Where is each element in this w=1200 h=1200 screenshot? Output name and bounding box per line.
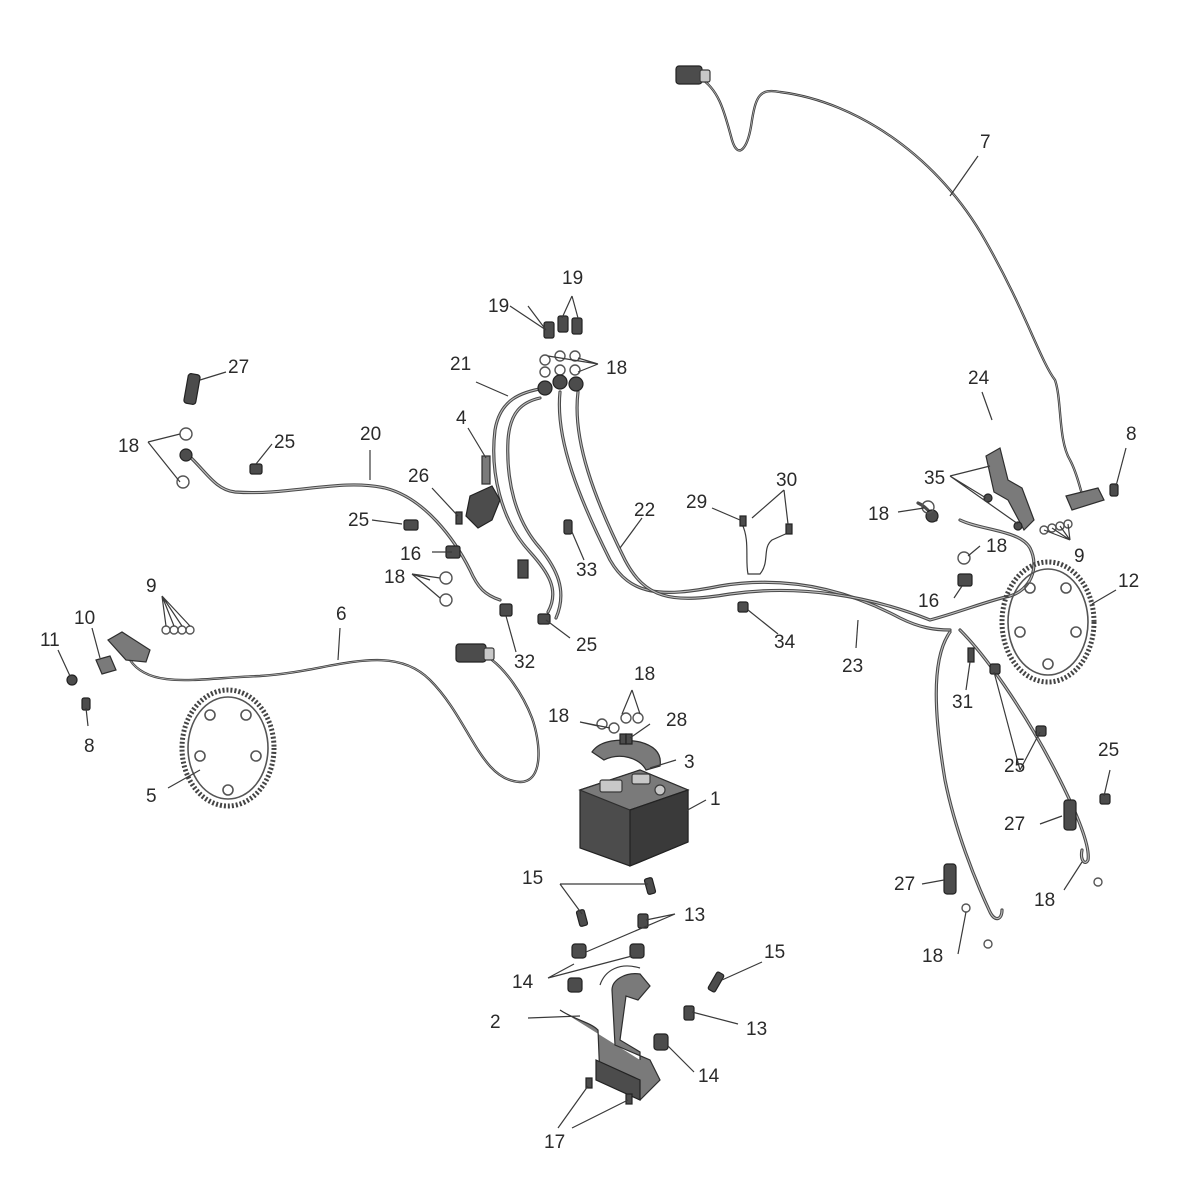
callout-26: 26 (408, 466, 429, 487)
abs-mounting-bracket-2 (559, 965, 661, 1101)
callout-18-lower-right: 18 (1034, 890, 1055, 911)
callout-33: 33 (576, 560, 597, 581)
brake-hose-21 (492, 386, 563, 620)
callout-28: 28 (666, 710, 687, 731)
callout-21: 21 (450, 354, 471, 375)
callout-18-abs-left: 18 (548, 706, 569, 727)
sensor-cable-6 (107, 631, 540, 784)
callout-18-upper-left: 18 (118, 436, 139, 457)
callout-10: 10 (74, 608, 95, 629)
callout-labels: 1 2 3 4 5 6 7 8 8 9 9 10 11 12 13 13 14 … (40, 132, 1139, 1153)
callout-13-lower: 13 (746, 1019, 767, 1040)
callout-9-right: 9 (1074, 546, 1085, 567)
callout-9-left: 9 (146, 576, 157, 597)
callout-18-center-left: 18 (384, 567, 405, 588)
callout-14-lower: 14 (698, 1066, 720, 1087)
callout-11: 11 (40, 630, 60, 651)
callout-29: 29 (686, 492, 707, 513)
callout-19-right: 19 (562, 268, 583, 289)
abs-reluctor-ring-5 (179, 687, 277, 809)
callout-19-left: 19 (488, 296, 509, 317)
brake-hose-20 (179, 448, 502, 602)
callout-25-center: 25 (576, 635, 597, 656)
callout-25-center-left: 25 (348, 510, 369, 531)
callout-20: 20 (360, 424, 381, 445)
callout-31: 31 (952, 692, 973, 713)
callout-23: 23 (842, 656, 863, 677)
abs-modulator (578, 769, 690, 867)
callout-22: 22 (634, 500, 655, 521)
callout-12: 12 (1118, 571, 1139, 592)
callout-17: 17 (544, 1132, 565, 1153)
sensor-cable-7 (675, 65, 1105, 511)
callout-4: 4 (456, 408, 467, 429)
callout-30: 30 (776, 470, 797, 491)
callout-27-right: 27 (1004, 814, 1025, 835)
callout-16-right: 16 (918, 591, 939, 612)
brake-hose-22 (557, 390, 952, 632)
callout-18-lower-mid: 18 (922, 946, 943, 967)
callout-18-center-right: 18 (868, 504, 889, 525)
callout-34: 34 (774, 632, 796, 653)
callout-8-left: 8 (84, 736, 95, 757)
callout-5: 5 (146, 786, 157, 807)
callout-1: 1 (710, 789, 721, 810)
callout-6: 6 (336, 604, 347, 625)
abs-reluctor-ring-12 (999, 559, 1097, 685)
callout-14-upper: 14 (512, 972, 534, 993)
callout-18-top-center: 18 (606, 358, 627, 379)
callout-25-far-right: 25 (1098, 740, 1119, 761)
callout-18-abs-top: 18 (634, 664, 655, 685)
callout-27-lower: 27 (894, 874, 915, 895)
callout-16-left: 16 (400, 544, 421, 565)
callout-3: 3 (684, 752, 695, 773)
callout-2: 2 (490, 1012, 501, 1033)
callout-15-upper: 15 (522, 868, 543, 889)
callout-15-lower: 15 (764, 942, 785, 963)
callout-8-right: 8 (1126, 424, 1137, 445)
callout-18-right-mid: 18 (986, 536, 1007, 557)
callout-25-right: 25 (1004, 756, 1025, 777)
callout-24: 24 (968, 368, 990, 389)
callout-27-upper-left: 27 (228, 357, 249, 378)
callout-32: 32 (514, 652, 535, 673)
callout-13-upper: 13 (684, 905, 705, 926)
callout-35: 35 (924, 468, 945, 489)
leader-lines (57, 155, 1127, 1129)
callout-25-upper-left: 25 (274, 432, 295, 453)
callout-7: 7 (980, 132, 991, 153)
